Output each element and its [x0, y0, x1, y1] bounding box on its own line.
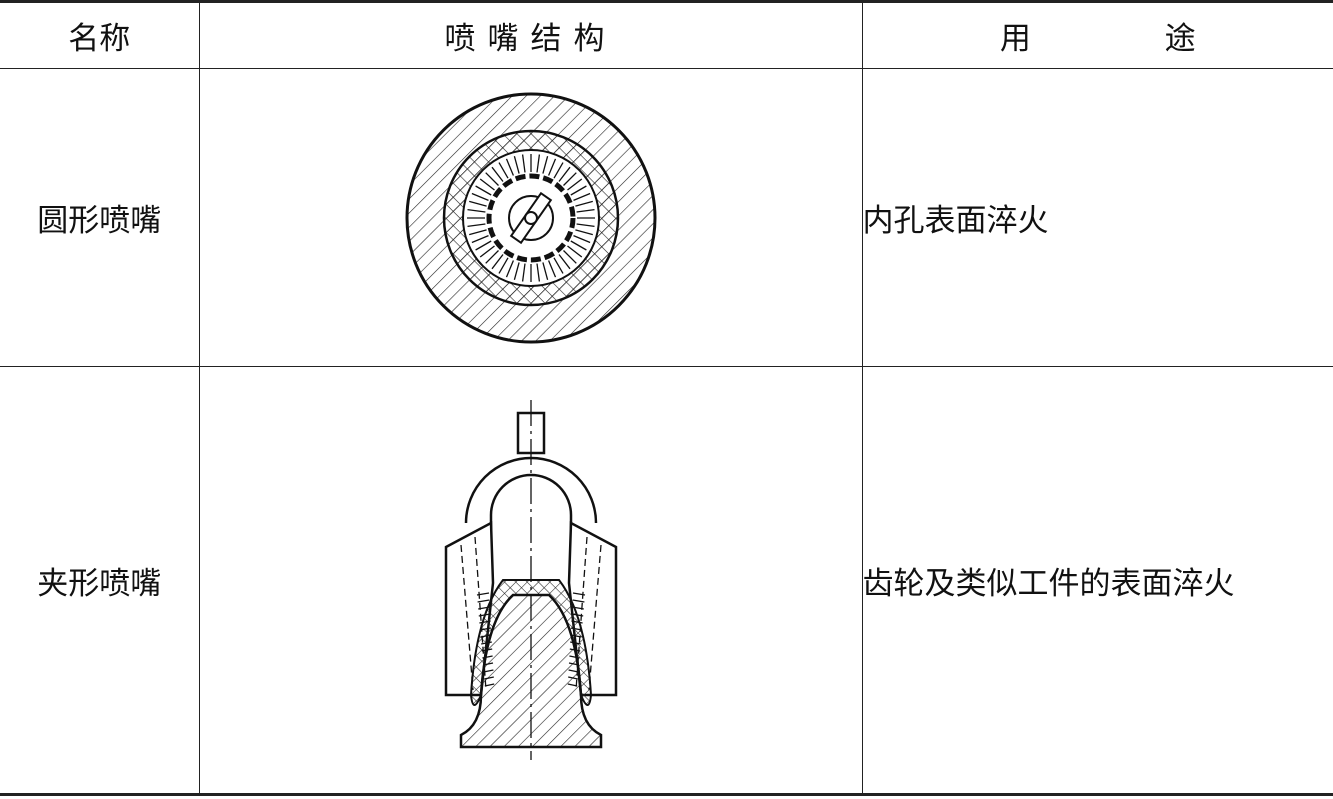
row-usage: 内孔表面淬火 [861, 68, 1333, 367]
table-row: 圆形喷嘴 [0, 68, 1333, 367]
row-figure [198, 68, 863, 367]
header-usage: 用 途 [861, 1, 1333, 69]
round-nozzle-drawing-icon [405, 92, 656, 343]
header-row: 名称 喷嘴结构 用 途 [0, 1, 1333, 69]
header-name: 名称 [0, 1, 200, 69]
header-structure: 喷嘴结构 [198, 1, 863, 69]
table-row: 夹形喷嘴 [0, 366, 1333, 795]
row-usage: 齿轮及类似工件的表面淬火 [861, 366, 1333, 795]
row-name: 圆形喷嘴 [0, 68, 200, 367]
clamp-nozzle-drawing-icon [444, 400, 617, 760]
row-name: 夹形喷嘴 [0, 366, 200, 795]
row-figure [198, 366, 863, 795]
